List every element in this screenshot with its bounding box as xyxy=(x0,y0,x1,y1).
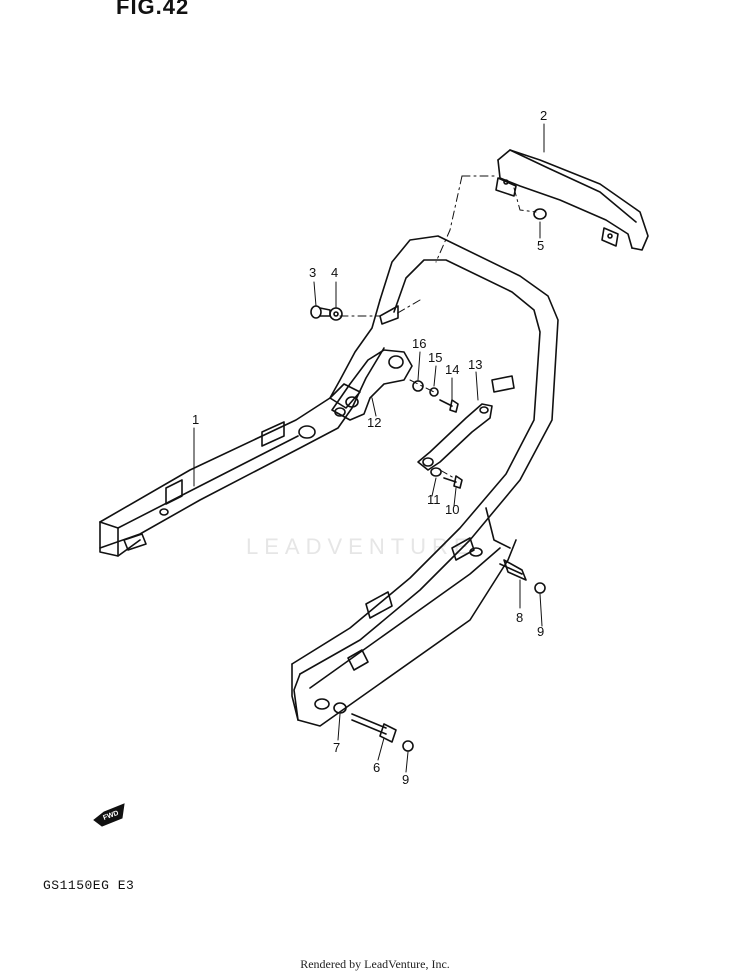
callout-3: 3 xyxy=(309,265,316,280)
part-13-right-bracket xyxy=(417,403,493,471)
footer-credit: Rendered by LeadVenture, Inc. xyxy=(300,957,450,971)
callout-15: 15 xyxy=(428,350,442,365)
part-6-bolt xyxy=(351,713,397,743)
callout-4: 4 xyxy=(331,265,338,280)
assembly-lines xyxy=(339,175,537,479)
callout-13: 13 xyxy=(468,357,482,372)
fwd-arrow-icon: FWD xyxy=(93,803,125,827)
callout-14: 14 xyxy=(445,362,459,377)
part-16-washer xyxy=(412,380,424,392)
model-code: GS1150EG E3 xyxy=(43,878,135,893)
part-14-bolt xyxy=(439,399,459,413)
watermark: LEADVENTURE xyxy=(246,534,475,559)
callout-16: 16 xyxy=(412,336,426,351)
part-7-washer xyxy=(333,702,347,714)
figure-title: FIG.42 xyxy=(116,0,190,19)
callout-9-upper: 9 xyxy=(537,624,544,639)
part-8-bolt xyxy=(499,559,527,581)
part-9-cap-upper xyxy=(534,582,546,594)
part-12-left-bracket xyxy=(331,349,413,421)
callout-9-lower: 9 xyxy=(402,772,409,787)
part-15-washer xyxy=(429,387,439,397)
part-9-cap-lower xyxy=(402,740,414,752)
callout-8: 8 xyxy=(516,610,523,625)
leader-lines xyxy=(193,123,545,773)
callout-5: 5 xyxy=(537,238,544,253)
frame-loop xyxy=(291,235,559,727)
part-5-nut xyxy=(533,208,547,220)
callout-labels: 1 2 3 4 5 6 7 8 9 9 10 11 12 13 14 15 16 xyxy=(192,108,547,787)
callout-10: 10 xyxy=(445,502,459,517)
callout-11: 11 xyxy=(427,492,441,507)
callout-6: 6 xyxy=(373,760,380,775)
part-10-bolt xyxy=(443,475,463,489)
part-4-washer xyxy=(329,307,343,321)
part-3-bolt xyxy=(310,305,331,319)
callout-2: 2 xyxy=(540,108,547,123)
part-1-left-rail xyxy=(99,299,385,557)
callout-1: 1 xyxy=(192,412,199,427)
callout-12: 12 xyxy=(367,415,381,430)
callout-7: 7 xyxy=(333,740,340,755)
part-11-washer xyxy=(430,467,442,477)
part-2-handle-cover xyxy=(495,149,649,251)
